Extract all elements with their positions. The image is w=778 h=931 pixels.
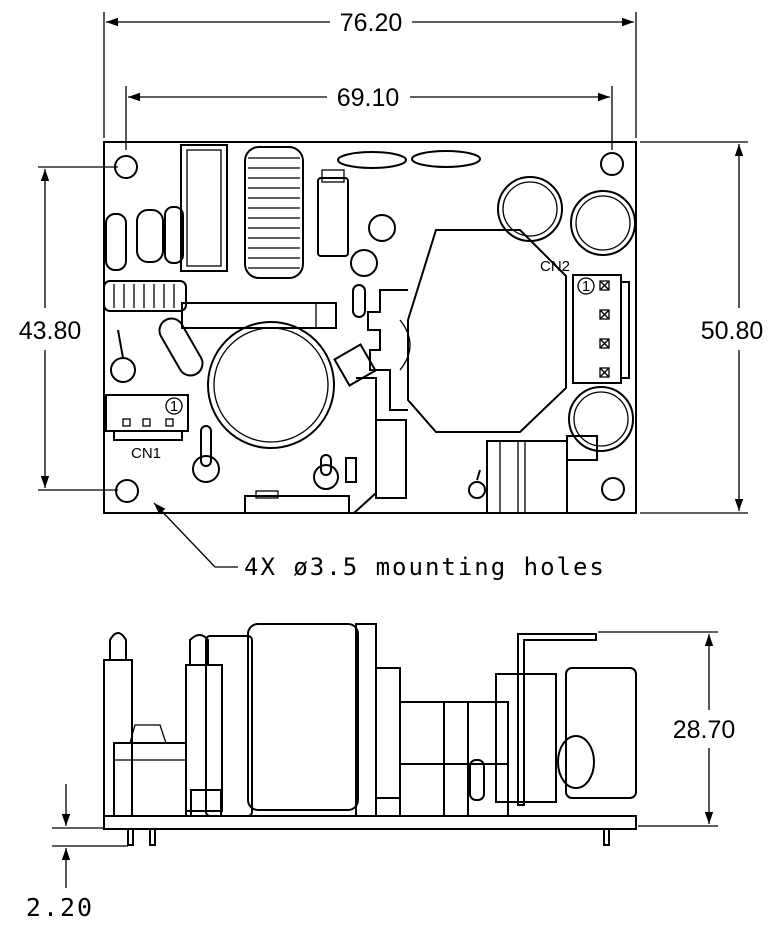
main-transformer-side [247,623,359,811]
dim-pin-length: 2.20 [26,893,94,922]
transformer-bobbin [367,289,408,411]
capacitor-leads [321,169,345,183]
cn2-label: CN2 [540,258,570,275]
output-capacitor-inner [575,195,631,251]
small-component [345,457,357,483]
mounting-hole [114,155,138,179]
transformer-core-side [375,667,401,799]
small-transformer [113,742,187,817]
diode-lead [476,469,481,481]
small-diode-side [469,759,485,801]
transistor-tab [333,343,377,387]
output-capacitor [568,386,634,452]
resistor-body [320,454,332,476]
pcb-outline [103,141,637,514]
toroid-inductor [244,146,304,279]
mounting-note-leader [153,502,216,568]
common-mode-choke [180,144,228,272]
output-block-base [399,763,509,817]
thermistor [164,206,184,264]
capacitor-lead [117,329,124,359]
vertical-heatsink [353,377,377,514]
resistor-body [200,425,212,467]
foot-tab [255,490,279,499]
bulk-capacitor-inner [213,327,329,443]
output-inductor [486,440,568,514]
capacitor-loop [189,634,209,665]
output-block [399,701,509,765]
mounting-hole [600,152,624,176]
output-heatsink [517,633,597,806]
main-transformer [407,229,567,433]
heatsink-bar [181,302,337,329]
output-capacitor-inner [502,181,558,237]
cn1-connector [105,394,189,441]
transformer-winding [129,724,167,744]
mounting-hole [601,477,625,501]
top-view: 76.20 69.10 43.80 50.80 [19,9,764,581]
pcb-pin [149,828,156,846]
bulk-capacitor-side [205,635,253,817]
dim-hole-spacing-y: 43.80 [19,317,82,345]
side-view: 28.70 2.20 [26,623,736,922]
fuse [158,317,204,377]
bottom-heatsink-foot [244,495,350,514]
dim-hole-spacing-x: 69.10 [337,84,400,112]
cn1-label: CN1 [131,445,161,462]
pcb-pin [603,828,610,846]
y-capacitor [337,151,407,169]
side-fuse [103,659,133,817]
transformer-pin [399,319,411,371]
y-capacitor [411,150,481,168]
dim-overall-width: 76.20 [340,9,403,37]
dim-overall-height: 50.80 [701,317,764,345]
small-diode [468,481,486,499]
standing-resistor [192,455,220,483]
power-transistor [375,419,407,499]
standing-resistor [313,464,339,490]
cn2-pin1-marker: 1 [582,278,590,295]
pcb-pin [127,828,134,846]
mounting-hole-note: 4X ø3.5 mounting holes [244,553,606,581]
output-capacitor-inner [573,391,629,447]
mounting-hole [115,479,139,503]
output-capacitor-side [565,667,637,799]
cn2-connector [572,274,630,384]
choke-inner [186,149,222,267]
output-inductor-cap [566,435,598,461]
output-capacitor-side [495,673,557,803]
bulk-capacitor [207,321,335,449]
small-capacitor-side [557,735,595,789]
cn1-pin1-marker: 1 [170,398,178,415]
fuse-loop [109,632,127,660]
electrolytic-capacitor [317,177,349,257]
output-capacitor [497,176,563,242]
center-strip [443,701,469,817]
small-capacitor [350,249,378,277]
small-capacitor [368,214,396,242]
dim-height: 28.70 [673,716,736,744]
horizontal-inductor [103,280,187,312]
output-capacitor [570,190,636,256]
x-capacitor [105,213,127,271]
side-capacitor [185,664,223,812]
small-resistor [352,284,366,318]
standing-capacitor [110,357,136,383]
pcb-side [103,815,637,830]
x-capacitor [136,209,164,263]
